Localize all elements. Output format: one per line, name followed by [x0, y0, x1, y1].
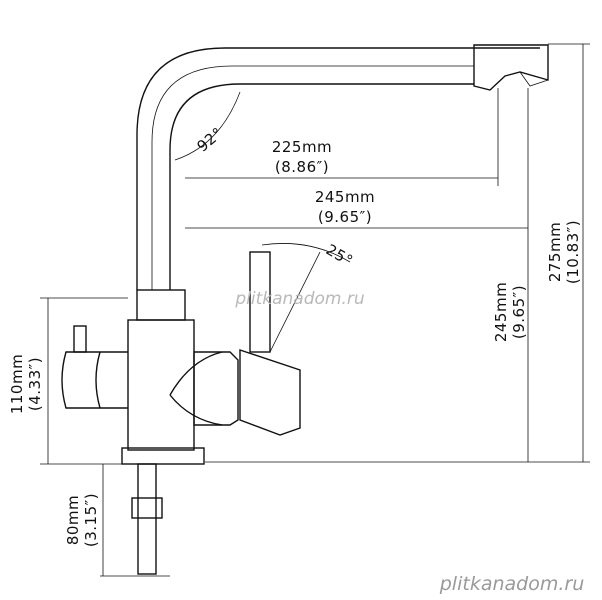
- spout-inner: [169, 83, 474, 290]
- vertical-245: 245mm (9.65″): [492, 282, 528, 342]
- lever-arm: [249, 251, 271, 353]
- label-v245mm: 245mm: [492, 282, 510, 342]
- watermark-center: plitkanadom.ru: [234, 289, 365, 309]
- right-lever-cone: [169, 351, 223, 426]
- watermark-corner: plitkanadom.ru: [439, 573, 585, 595]
- valve-body: [127, 319, 195, 451]
- mounting-base: [121, 447, 205, 465]
- label-110in: (4.33″): [26, 357, 44, 411]
- label-225in: (8.86″): [275, 158, 329, 176]
- vertical-275: 275mm (10.83″): [546, 220, 582, 284]
- label-275mm: 275mm: [546, 222, 564, 282]
- right-lever-socket: [193, 351, 239, 426]
- label-80mm: 80mm: [64, 495, 82, 545]
- spout-collar: [136, 289, 186, 321]
- lever-swing-line: [269, 251, 321, 353]
- label-110mm: 110mm: [8, 354, 26, 414]
- spout-head: [473, 44, 549, 91]
- connector-hose: [137, 463, 157, 575]
- label-245in: (9.65″): [318, 208, 372, 226]
- spout-outer: [136, 47, 540, 290]
- hose-nut: [131, 497, 163, 519]
- left-handle: [61, 351, 128, 409]
- label-80in: (3.15″): [82, 493, 100, 547]
- angle-92-label: 92°: [193, 124, 226, 156]
- vertical-80: 80mm (3.15″): [64, 493, 100, 547]
- angle-92-arc: [174, 91, 241, 161]
- angle-25-arc: [261, 243, 351, 263]
- angle-25-label: 25°: [323, 240, 356, 270]
- label-v245in: (9.65″): [510, 285, 528, 339]
- label-245mm: 245mm: [315, 188, 375, 206]
- left-handle-stem: [73, 325, 87, 353]
- vertical-110: 110mm (4.33″): [8, 354, 44, 414]
- label-275in: (10.83″): [564, 220, 582, 284]
- aerator-detail: [519, 71, 549, 87]
- left-handle-seam: [95, 351, 101, 409]
- lever-head: [239, 349, 301, 436]
- spout-shade: [151, 65, 474, 290]
- label-225mm: 225mm: [272, 138, 332, 156]
